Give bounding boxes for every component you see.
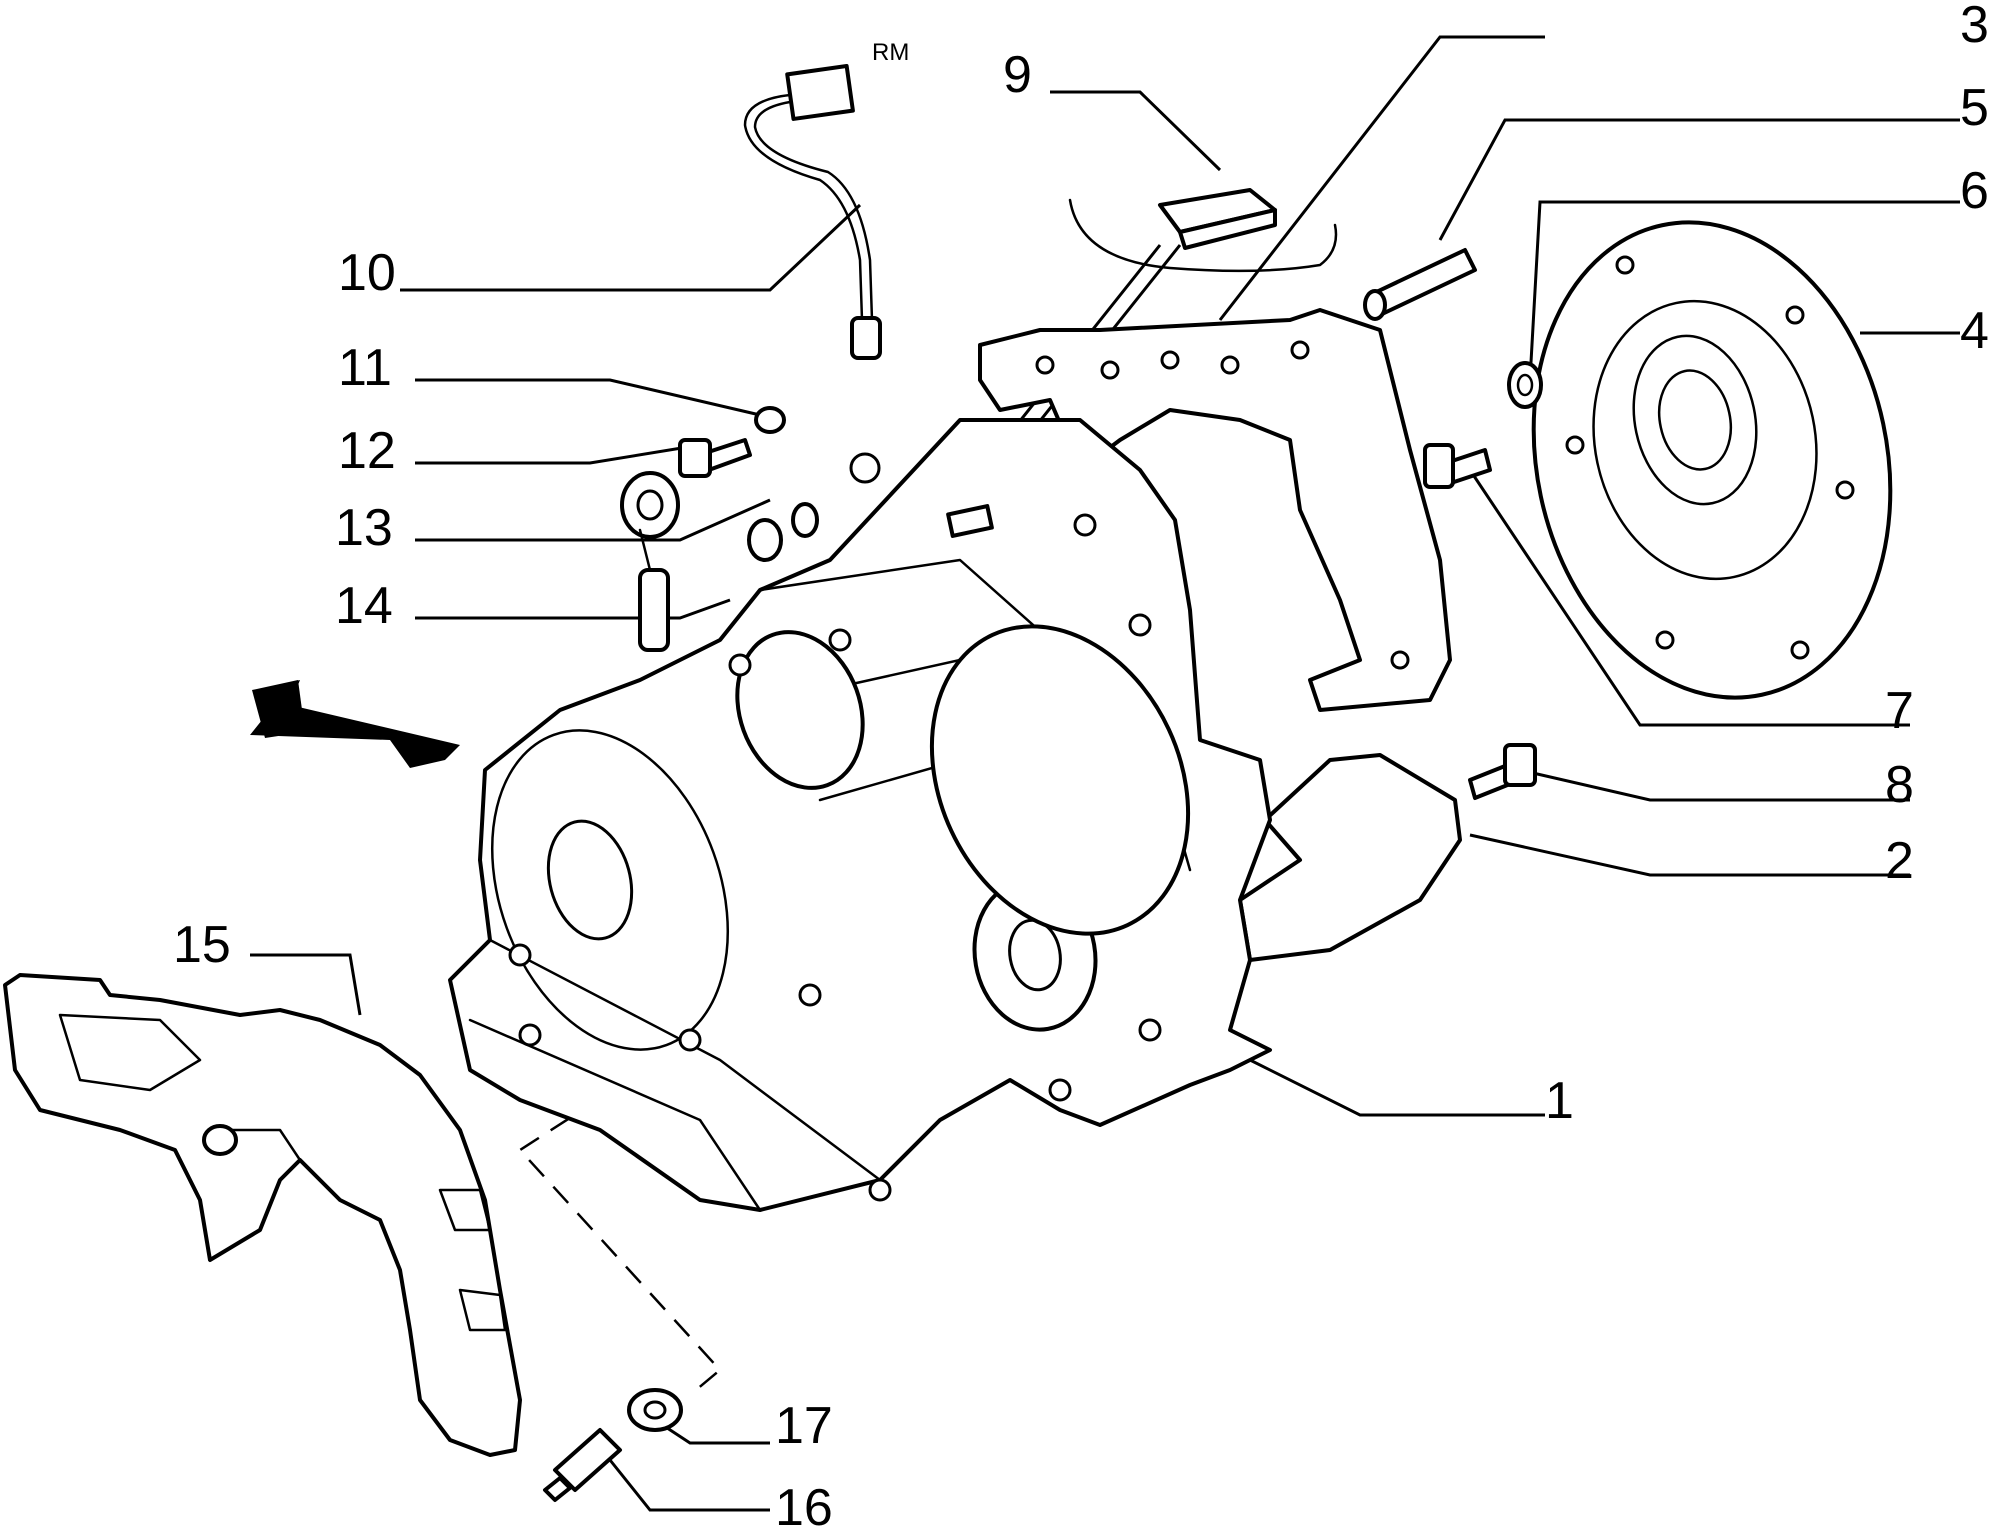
callout-7: 7 [1885, 682, 1914, 740]
callout-5: 5 [1960, 79, 1989, 137]
direction-arrow [250, 680, 460, 768]
cap-part-9 [1158, 188, 1277, 250]
callout-17: 17 [775, 1397, 833, 1455]
callout-8: 8 [1885, 756, 1914, 814]
rm-mark: RM [872, 39, 909, 66]
callout-2: 2 [1885, 832, 1914, 890]
bolt-part-8 [1468, 743, 1537, 800]
callout-1: 1 [1545, 1072, 1574, 1130]
skid-plate-part-15 [3, 973, 522, 1457]
drive-plate-part-4 [1531, 220, 1893, 700]
direction-arrow-head [252, 680, 305, 738]
callout-14: 14 [335, 577, 393, 635]
callout-13: 13 [335, 499, 393, 557]
callout-labels: 1 2 3 4 5 6 7 8 9 10 11 12 13 14 15 16 1… [173, 0, 1989, 1529]
callout-6: 6 [1960, 162, 1989, 220]
nut-part-6 [1507, 361, 1543, 409]
sensor-cable-part-10 [743, 64, 882, 360]
stud-part-5 [1363, 248, 1477, 321]
callout-12: 12 [338, 422, 396, 480]
callout-11: 11 [338, 339, 392, 397]
callout-16: 16 [775, 1479, 833, 1529]
callout-15: 15 [173, 916, 231, 974]
callout-10: 10 [338, 244, 396, 302]
shield-part-2 [1238, 753, 1462, 962]
switch-and-washer-parts-16-17 [543, 1388, 683, 1502]
transmission-housing-part-1 [448, 418, 1272, 1212]
bolt-part-7 [1423, 443, 1492, 489]
fastener-parts-11-14 [620, 406, 819, 652]
callout-9: 9 [1003, 46, 1032, 104]
callout-4: 4 [1960, 302, 1989, 360]
callout-3: 3 [1960, 0, 1989, 54]
